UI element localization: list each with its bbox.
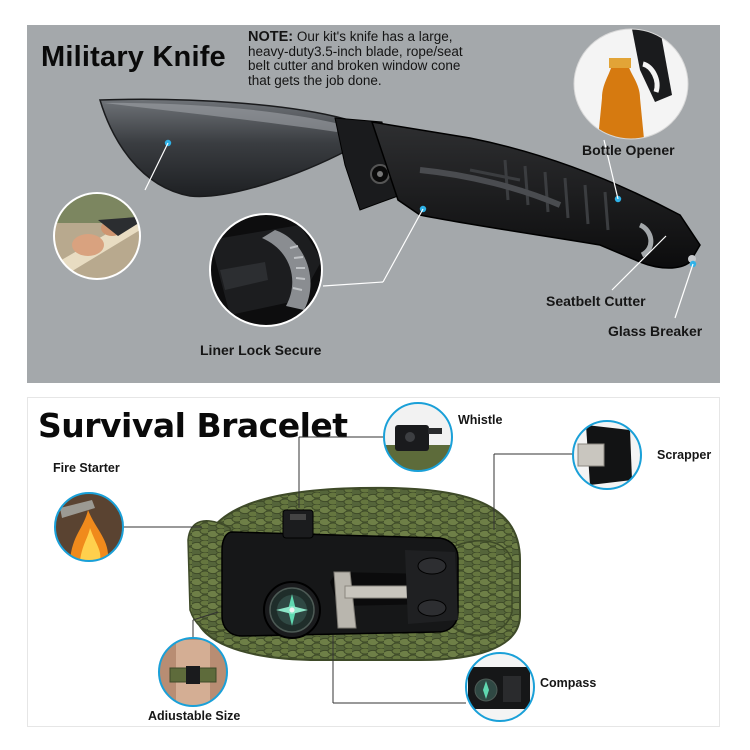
knife-image bbox=[99, 98, 701, 269]
label-seatbelt-cutter: Seatbelt Cutter bbox=[546, 293, 646, 309]
note-line-3: belt cutter and broken window cone bbox=[248, 58, 461, 73]
fire-starter-callout-image bbox=[54, 492, 124, 562]
bracelet-leader-lines bbox=[123, 436, 573, 704]
compass-callout-image bbox=[465, 652, 535, 722]
label-fire-starter: Fire Starter bbox=[53, 461, 120, 475]
liner-lock-inset-image bbox=[209, 213, 323, 327]
note-line-4: that gets the job done. bbox=[248, 72, 382, 88]
carving-inset-image bbox=[53, 192, 141, 280]
adjustable-size-callout-image bbox=[158, 637, 228, 707]
label-liner-lock: Liner Lock Secure bbox=[200, 342, 322, 358]
label-bottle-opener: Bottle Opener bbox=[582, 142, 675, 158]
knife-title: Military Knife bbox=[41, 41, 226, 73]
label-glass-breaker: Glass Breaker bbox=[608, 323, 703, 339]
knife-note: NOTE: Our kit's knife has a large, heavy… bbox=[248, 29, 528, 88]
note-line-2: heavy-duty3.5-inch blade, rope/seat bbox=[248, 43, 463, 59]
label-compass: Compass bbox=[540, 676, 597, 690]
whistle-callout-image bbox=[383, 402, 453, 472]
label-scrapper: Scrapper bbox=[657, 448, 712, 462]
scrapper-callout-image bbox=[572, 420, 642, 490]
note-heading: NOTE: bbox=[248, 29, 294, 45]
knife-leader-lines bbox=[144, 139, 694, 319]
note-line-1: Our kit's knife has a large, bbox=[296, 29, 453, 44]
label-whistle: Whistle bbox=[458, 413, 503, 427]
bracelet-image bbox=[187, 486, 521, 661]
label-adjustable-size: Adiustable Size bbox=[148, 709, 241, 723]
bracelet-title: Survival Bracelet bbox=[38, 406, 348, 445]
bottle-opener-inset-image bbox=[573, 28, 689, 140]
